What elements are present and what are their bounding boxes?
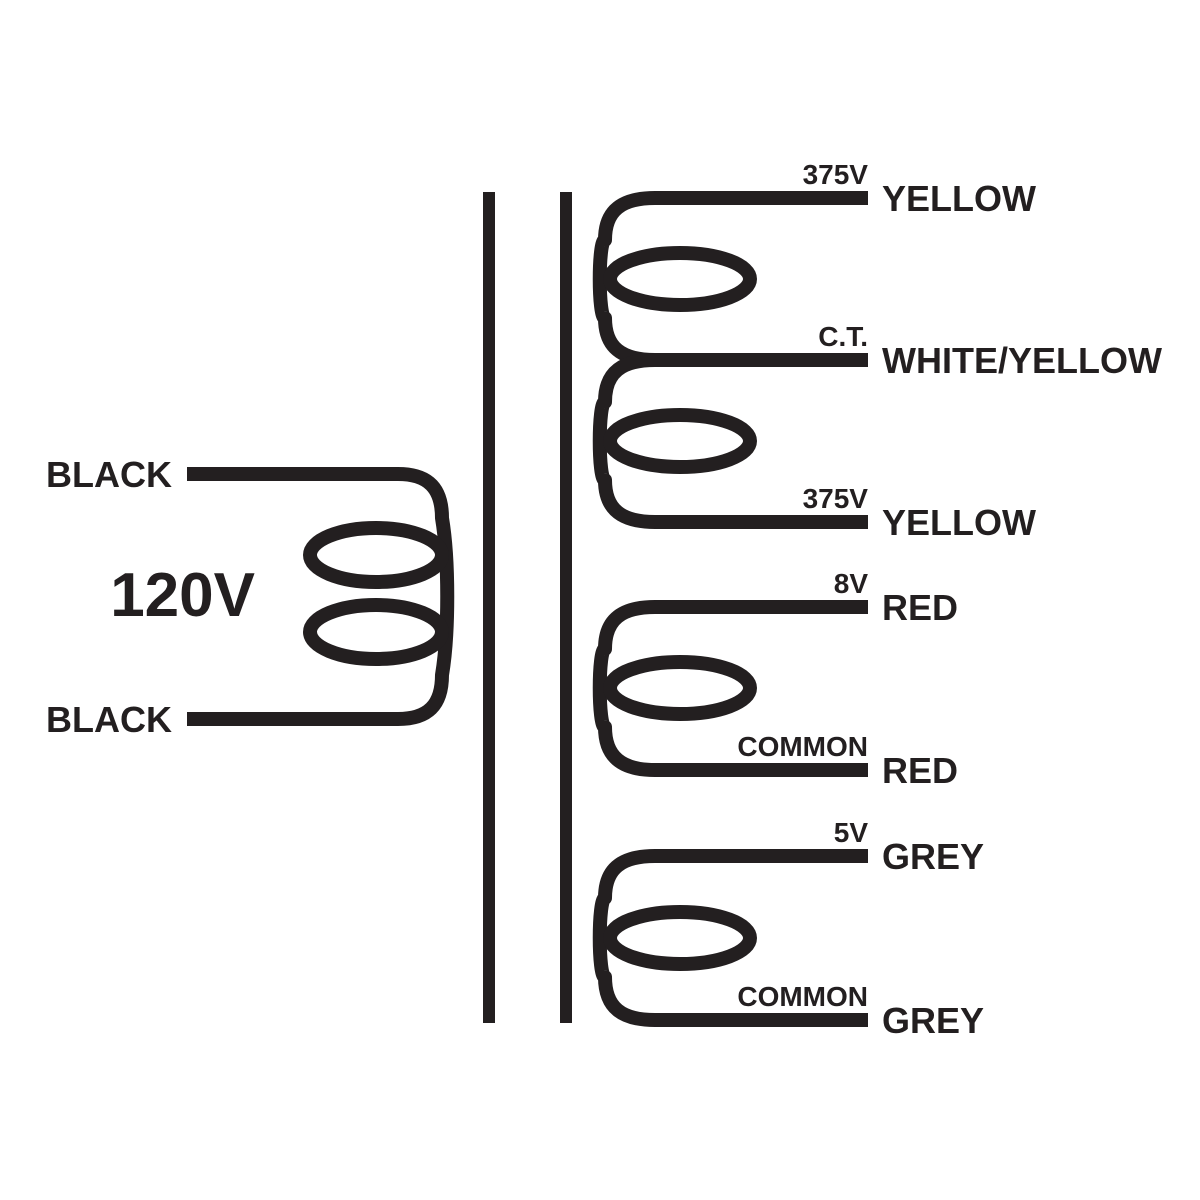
loop-5v: [603, 905, 757, 971]
secondary-8v-winding: 8V RED COMMON RED: [592, 568, 958, 791]
tap-label-8v: 8V: [834, 568, 869, 599]
hv-tap-label-ct: C.T.: [818, 321, 868, 352]
primary-coil-wire: [187, 467, 455, 726]
coil-5v: [592, 849, 868, 1027]
hv-coil-section-lower: [592, 353, 868, 529]
hv-tap-label-375v-bottom: 375V: [803, 483, 869, 514]
hv-wire-label-yellow-bottom: YELLOW: [882, 502, 1036, 543]
hv-wire-label-white-yellow: WHITE/YELLOW: [882, 340, 1162, 381]
primary-lead-label-top: BLACK: [46, 454, 172, 495]
coil-8v: [592, 600, 868, 777]
hv-loop-1: [603, 246, 757, 312]
tap-label-5v: 5V: [834, 817, 869, 848]
wire-label-grey-5v: GREY: [882, 836, 984, 877]
primary-lead-label-bottom: BLACK: [46, 699, 172, 740]
hv-coil-section-upper: [592, 191, 868, 367]
wire-label-grey-common: GREY: [882, 1000, 984, 1041]
primary-voltage-label: 120V: [110, 561, 255, 630]
hv-loop-2: [603, 408, 757, 474]
tap-label-common-grey: COMMON: [737, 981, 868, 1012]
secondary-5v-winding: 5V GREY COMMON GREY: [592, 817, 984, 1041]
primary-loop-1: [303, 521, 449, 589]
wire-label-red-common: RED: [882, 750, 958, 791]
wire-label-red-8v: RED: [882, 587, 958, 628]
hv-tap-label-375v-top: 375V: [803, 159, 869, 190]
primary-winding: BLACK BLACK 120V: [46, 454, 455, 740]
tap-label-common-red: COMMON: [737, 731, 868, 762]
hv-wire-label-yellow-top: YELLOW: [882, 178, 1036, 219]
loop-8v: [603, 655, 757, 721]
transformer-core: [483, 192, 572, 1023]
primary-loop-2: [303, 598, 449, 666]
secondary-high-voltage-winding: 375V YELLOW C.T. WHITE/YELLOW 375V YELLO…: [592, 159, 1162, 543]
